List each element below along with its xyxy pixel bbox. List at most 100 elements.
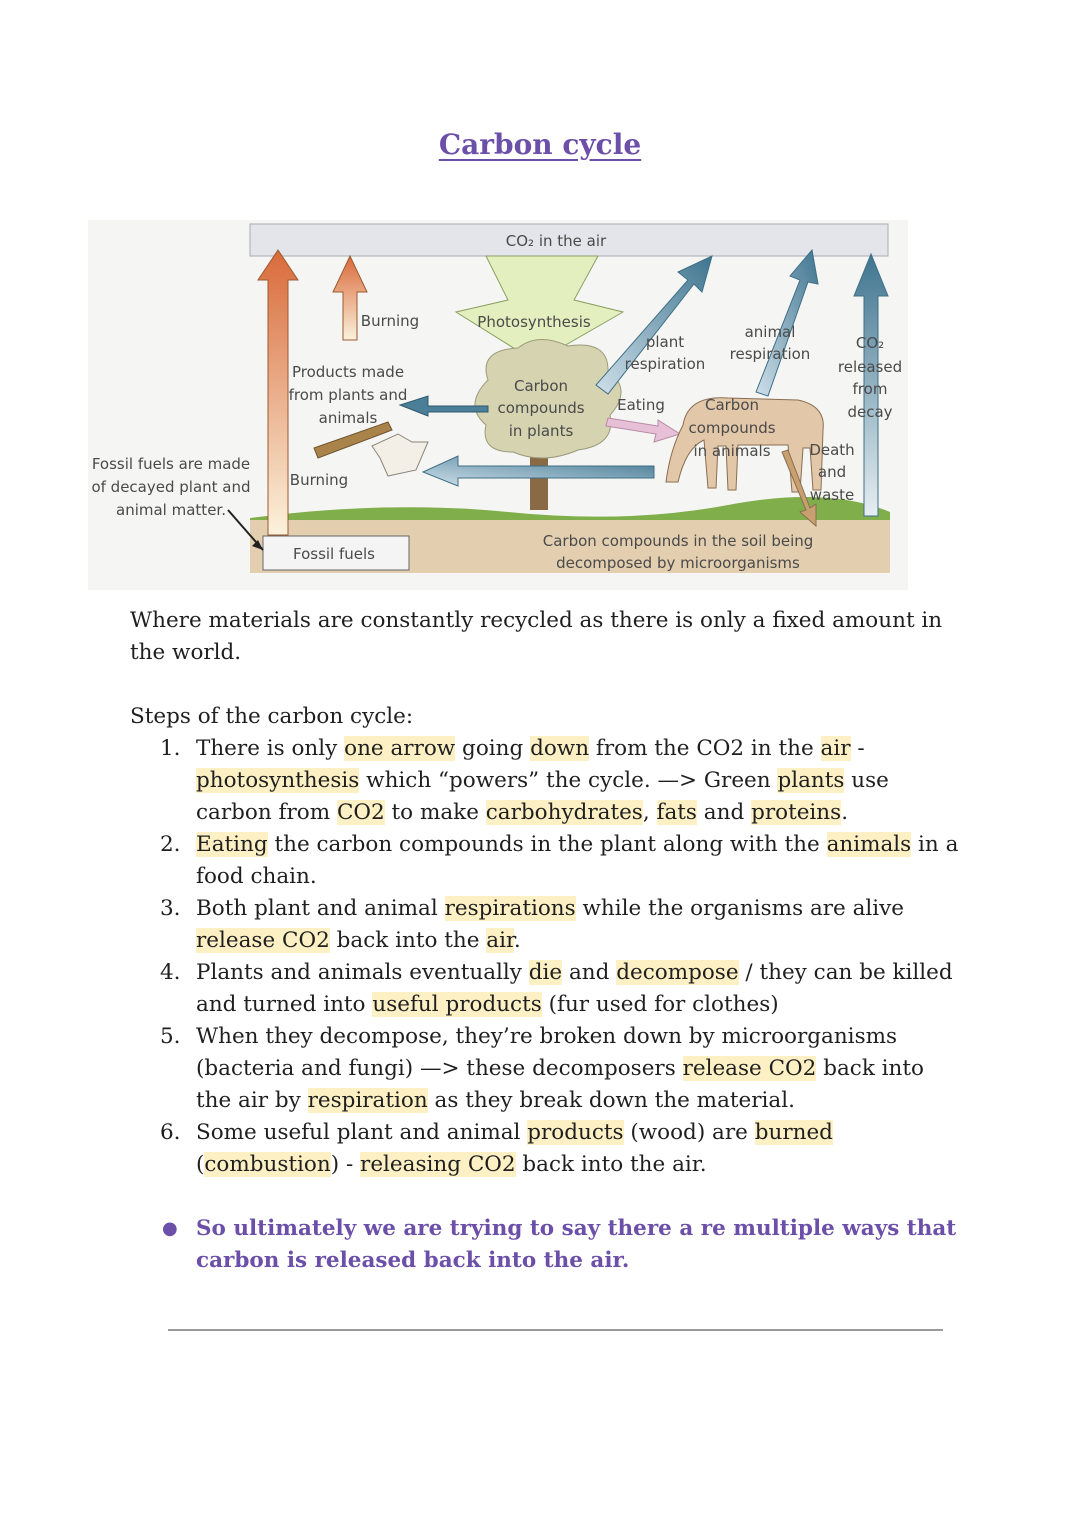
label-co2-air: CO₂ in the air [506,232,607,250]
label-plant-resp-line2: respiration [625,355,706,373]
products-arrow [398,395,489,417]
label-carbon-plants-line3: in plants [509,422,574,440]
highlighted-text: respiration [307,1088,428,1113]
products-burning-arrow [332,254,368,341]
step-text: . [513,928,521,953]
tree-canopy [474,339,622,459]
step-text: back into the air. [515,1152,707,1177]
eating-arrow [605,417,682,443]
label-carbon-animals-line2: compounds [688,419,775,437]
step-text: . [841,800,849,825]
highlighted-text: Eating [196,832,268,857]
steps-list: 1.There is only one arrow going down fro… [130,733,960,1181]
step-text: back into the air by [196,1056,924,1113]
step-item: 1.There is only one arrow going down fro… [130,733,960,829]
intro-paragraph: Where materials are constantly recycled … [130,608,943,665]
highlighted-text: fats [656,800,697,825]
label-carbon-plants-line2: compounds [497,399,584,417]
highlighted-text: decompose [616,960,739,985]
label-fossil-fuels: Fossil fuels [293,545,375,563]
label-soil-line1: Carbon compounds in the soil being [543,532,814,550]
summary-text: So ultimately we are trying to say there… [196,1216,957,1273]
air-bar [249,223,889,257]
label-fossil-note-line3: animal matter. [116,501,226,519]
step-text: in a food chain. [196,832,959,889]
highlighted-text: combustion [204,1152,331,1177]
label-animal-resp-line2: respiration [730,345,811,363]
label-carbon-animals-line3: in animals [693,442,770,460]
step-item: 6.Some useful plant and animal products … [130,1117,960,1181]
step-number: 4. [160,960,181,985]
highlighted-text: die [528,960,563,985]
step-text: ) - [330,1152,361,1177]
highlighted-text: plants [777,768,845,793]
label-co2-released-line1: CO₂ [856,334,884,352]
label-co2-released-line2: released [838,358,902,376]
label-products-line2: from plants and [289,386,408,404]
grass [250,496,890,520]
step-item: 2.Eating the carbon compounds in the pla… [130,829,960,893]
highlighted-text: down [530,736,590,761]
fossil-pointer-head [252,540,263,550]
highlighted-text: CO2 [336,800,385,825]
step-number: 3. [160,896,181,921]
step-text: as they break down the material. [427,1088,795,1113]
label-burning-top: Burning [361,312,419,330]
step-number: 5. [160,1024,181,1049]
label-death-line3: waste [810,486,854,504]
summary-bullet: ● So ultimately we are trying to say the… [130,1213,960,1277]
highlighted-text: useful products [372,992,542,1017]
highlighted-text: release CO2 [682,1056,817,1081]
page-title: Carbon cycle [438,128,642,161]
label-death-line1: Death [809,441,854,459]
highlighted-text: burned [754,1120,833,1145]
label-carbon-plants-line1: Carbon [514,377,568,395]
step-text: from the CO2 in the [589,736,821,761]
death-waste-arrow [781,449,817,528]
step-text: ( [196,1152,205,1177]
step-text: while the organisms are alive [575,896,905,921]
animal-respiration-arrow [755,248,819,397]
highlighted-text: carbohydrates [485,800,643,825]
step-item: 4.Plants and animals eventually die and … [130,957,960,1021]
highlighted-text: release CO2 [196,928,330,953]
highlighted-text: releasing CO2 [360,1152,516,1177]
step-text: Some useful plant and animal [196,1120,528,1145]
highlighted-text: respirations [444,896,576,921]
carbon-cycle-diagram: CO₂ in the air Photosynthesis Burning Bu… [88,220,908,590]
step-item: 3. Both plant and animal respirations whi… [130,893,960,957]
horse [665,397,824,493]
step-text: There is only [196,736,345,761]
label-plant-resp-line1: plant [646,333,684,351]
bullet-icon: ● [162,1218,178,1239]
step-text: Plants and animals eventually [196,960,529,985]
label-products-line3: animals [319,409,378,427]
step-text: going [455,736,531,761]
label-co2-released-line3: from [853,380,888,398]
step-text: / they can be killed and turned into [196,960,953,1017]
step-text: Both plant and animal [196,896,445,921]
step-text: the carbon compounds in the plant along … [267,832,827,857]
step-text: , [642,800,657,825]
step-text: to make [384,800,486,825]
tree-trunk [530,448,548,510]
step-text: - [850,736,865,761]
label-soil-line2: decomposed by microorganisms [556,554,800,572]
animal-products-arrow [421,455,655,487]
highlighted-text: photosynthesis [196,768,360,793]
horizontal-divider [168,1329,943,1331]
decay-arrow [853,252,889,517]
fossil-fuels-box [262,535,410,571]
step-number: 6. [160,1120,181,1145]
step-text: (fur used for clothes) [541,992,779,1017]
label-animal-resp-line1: animal [745,323,796,341]
fossil-burning-arrow [257,249,299,536]
label-fossil-note-line1: Fossil fuels are made [92,455,250,473]
label-carbon-animals-line1: Carbon [705,396,759,414]
step-text: which “powers” the cycle. —> Green [359,768,778,793]
step-number: 1. [160,736,181,761]
step-text: and [562,960,617,985]
highlighted-text: proteins [751,800,842,825]
label-products-line1: Products made [292,363,404,381]
label-photosynthesis: Photosynthesis [477,313,591,331]
